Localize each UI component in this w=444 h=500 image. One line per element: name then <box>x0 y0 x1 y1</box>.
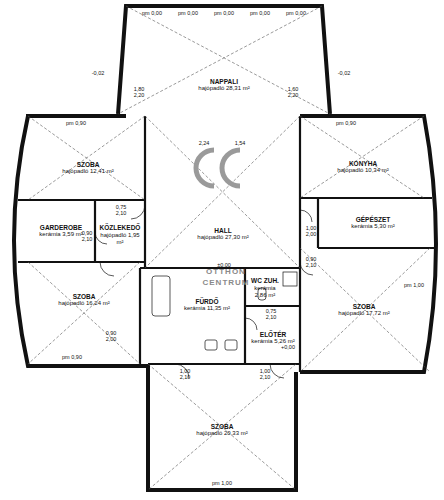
room-name: GARDEROBE <box>40 224 82 231</box>
dimension-label: -0,02 <box>88 70 108 76</box>
dimension-label: pm 0,00 <box>284 10 308 16</box>
room-area: SZOBAhajópadló 17,72 m² <box>304 280 424 340</box>
dimension-label: 1,00 2,00 <box>304 225 318 237</box>
dimension-label: 0,75 2,10 <box>264 308 278 320</box>
room-name: NAPPALI <box>210 78 238 85</box>
dimension-label: pm 0,00 <box>176 10 200 16</box>
room-area: ELŐTÉRkerámia 5,26 m² <box>248 320 298 356</box>
sink <box>205 340 217 350</box>
room-area: SZOBAhajópadló 20,33 m² <box>152 400 292 460</box>
dimension-label: 0,90 2,10 <box>80 230 94 242</box>
dimension-label: pm 0,90 <box>334 120 358 126</box>
room-area: WC ZUH.kerámia 2,86 m² <box>248 272 282 304</box>
inner-wall <box>300 116 436 372</box>
ceiling-line <box>28 116 424 200</box>
dimension-label: pm 0,00 <box>212 10 236 16</box>
room-area: KONYHAhajópadló 10,34 m² <box>304 140 422 194</box>
room-area: KÖZLEKEDŐhajópadló 1,95 m² <box>97 212 143 258</box>
dimension-label: pm 1,00 <box>402 282 426 288</box>
dimension-label: 0,90 2,00 <box>104 330 118 342</box>
dimension-label: +0,00 <box>278 344 298 350</box>
room-area: HALLhajópadló 27,30 m² <box>150 205 296 263</box>
left-wing-wall <box>14 116 148 366</box>
right-wing-wall <box>300 116 436 372</box>
dimension-label: pm 0,00 <box>248 10 272 16</box>
room-name: HALL <box>214 227 231 234</box>
dimension-label: pm 0,00 <box>140 10 164 16</box>
room-name: GÉPÉSZET <box>356 216 391 223</box>
room-name: KÖZLEKEDŐ <box>100 224 141 231</box>
dimension-label: 0,90 2,10 <box>304 256 318 268</box>
room-name: WC ZUH. <box>251 277 279 284</box>
logo-arc <box>222 150 240 186</box>
door-swing <box>95 205 313 378</box>
room-floor-area: hajópadló 10,34 m² <box>337 167 388 174</box>
room-floor-area: kerámia 11,35 m² <box>184 305 230 312</box>
dimension-label: -0,02 <box>334 70 354 76</box>
room-floor-area: kerámia 2,86 m² <box>250 285 280 299</box>
room-area: NAPPALIhajópadló 28,31 m² <box>150 60 298 110</box>
dimension-label: 1,00 2,10 <box>178 368 192 380</box>
room-floor-area: hajópadló 28,31 m² <box>198 85 249 92</box>
room-floor-area: hajópadló 27,30 m² <box>197 234 248 241</box>
dimension-label: pm 0,90 <box>60 354 84 360</box>
room-floor-area: kerámia 5,30 m² <box>351 223 394 230</box>
room-floor-area: hajópadló 20,33 m² <box>196 430 247 437</box>
ceiling-line <box>118 6 330 268</box>
room-name: FÜRDŐ <box>195 298 218 305</box>
dimension-label: 1,60 2,20 <box>286 86 300 98</box>
room-floor-area: kerámia 3,59 m² <box>39 231 82 238</box>
dimension-label: 2,24 <box>196 140 212 146</box>
room-area: SZOBAhajópadló 16,24 m² <box>30 270 138 330</box>
dimension-label: 1,00 2,10 <box>258 368 272 380</box>
shower <box>283 272 297 286</box>
room-area: GÉPÉSZETkerámia 5,30 m² <box>320 202 426 244</box>
bay-wall <box>118 6 330 114</box>
room-name: KONYHA <box>349 160 377 167</box>
room-area: FÜRDŐkerámia 11,35 m² <box>172 280 242 330</box>
room-name: SZOBA <box>73 293 96 300</box>
logo-arc <box>196 150 214 186</box>
room-area: SZOBAhajópadló 12,41 m² <box>34 140 142 196</box>
room-name: SZOBA <box>353 303 376 310</box>
dimension-label: pm 0,90 <box>64 120 88 126</box>
inner-wall <box>18 116 145 268</box>
bathtub <box>152 276 170 316</box>
ceiling-line <box>28 248 430 490</box>
room-floor-area: hajópadló 16,24 m² <box>58 300 109 307</box>
room-floor-area: hajópadló 12,41 m² <box>62 168 113 175</box>
watermark: OTTHON <box>196 268 256 277</box>
sink <box>225 340 237 350</box>
room-name: ELŐTÉR <box>260 331 286 338</box>
room-floor-area: hajópadló 17,72 m² <box>338 310 389 317</box>
inner-wall <box>140 268 300 364</box>
room-name: SZOBA <box>211 423 234 430</box>
room-floor-area: hajópadló 1,95 m² <box>99 232 141 246</box>
room-name: SZOBA <box>77 161 100 168</box>
dimension-label: 1,54 <box>232 140 248 146</box>
watermark: CENTRUM <box>196 279 256 288</box>
dimension-label: 1,80 2,20 <box>132 86 146 98</box>
dimension-label: 0,75 2,10 <box>114 204 128 216</box>
dimension-label: pm 1,00 <box>210 480 234 486</box>
